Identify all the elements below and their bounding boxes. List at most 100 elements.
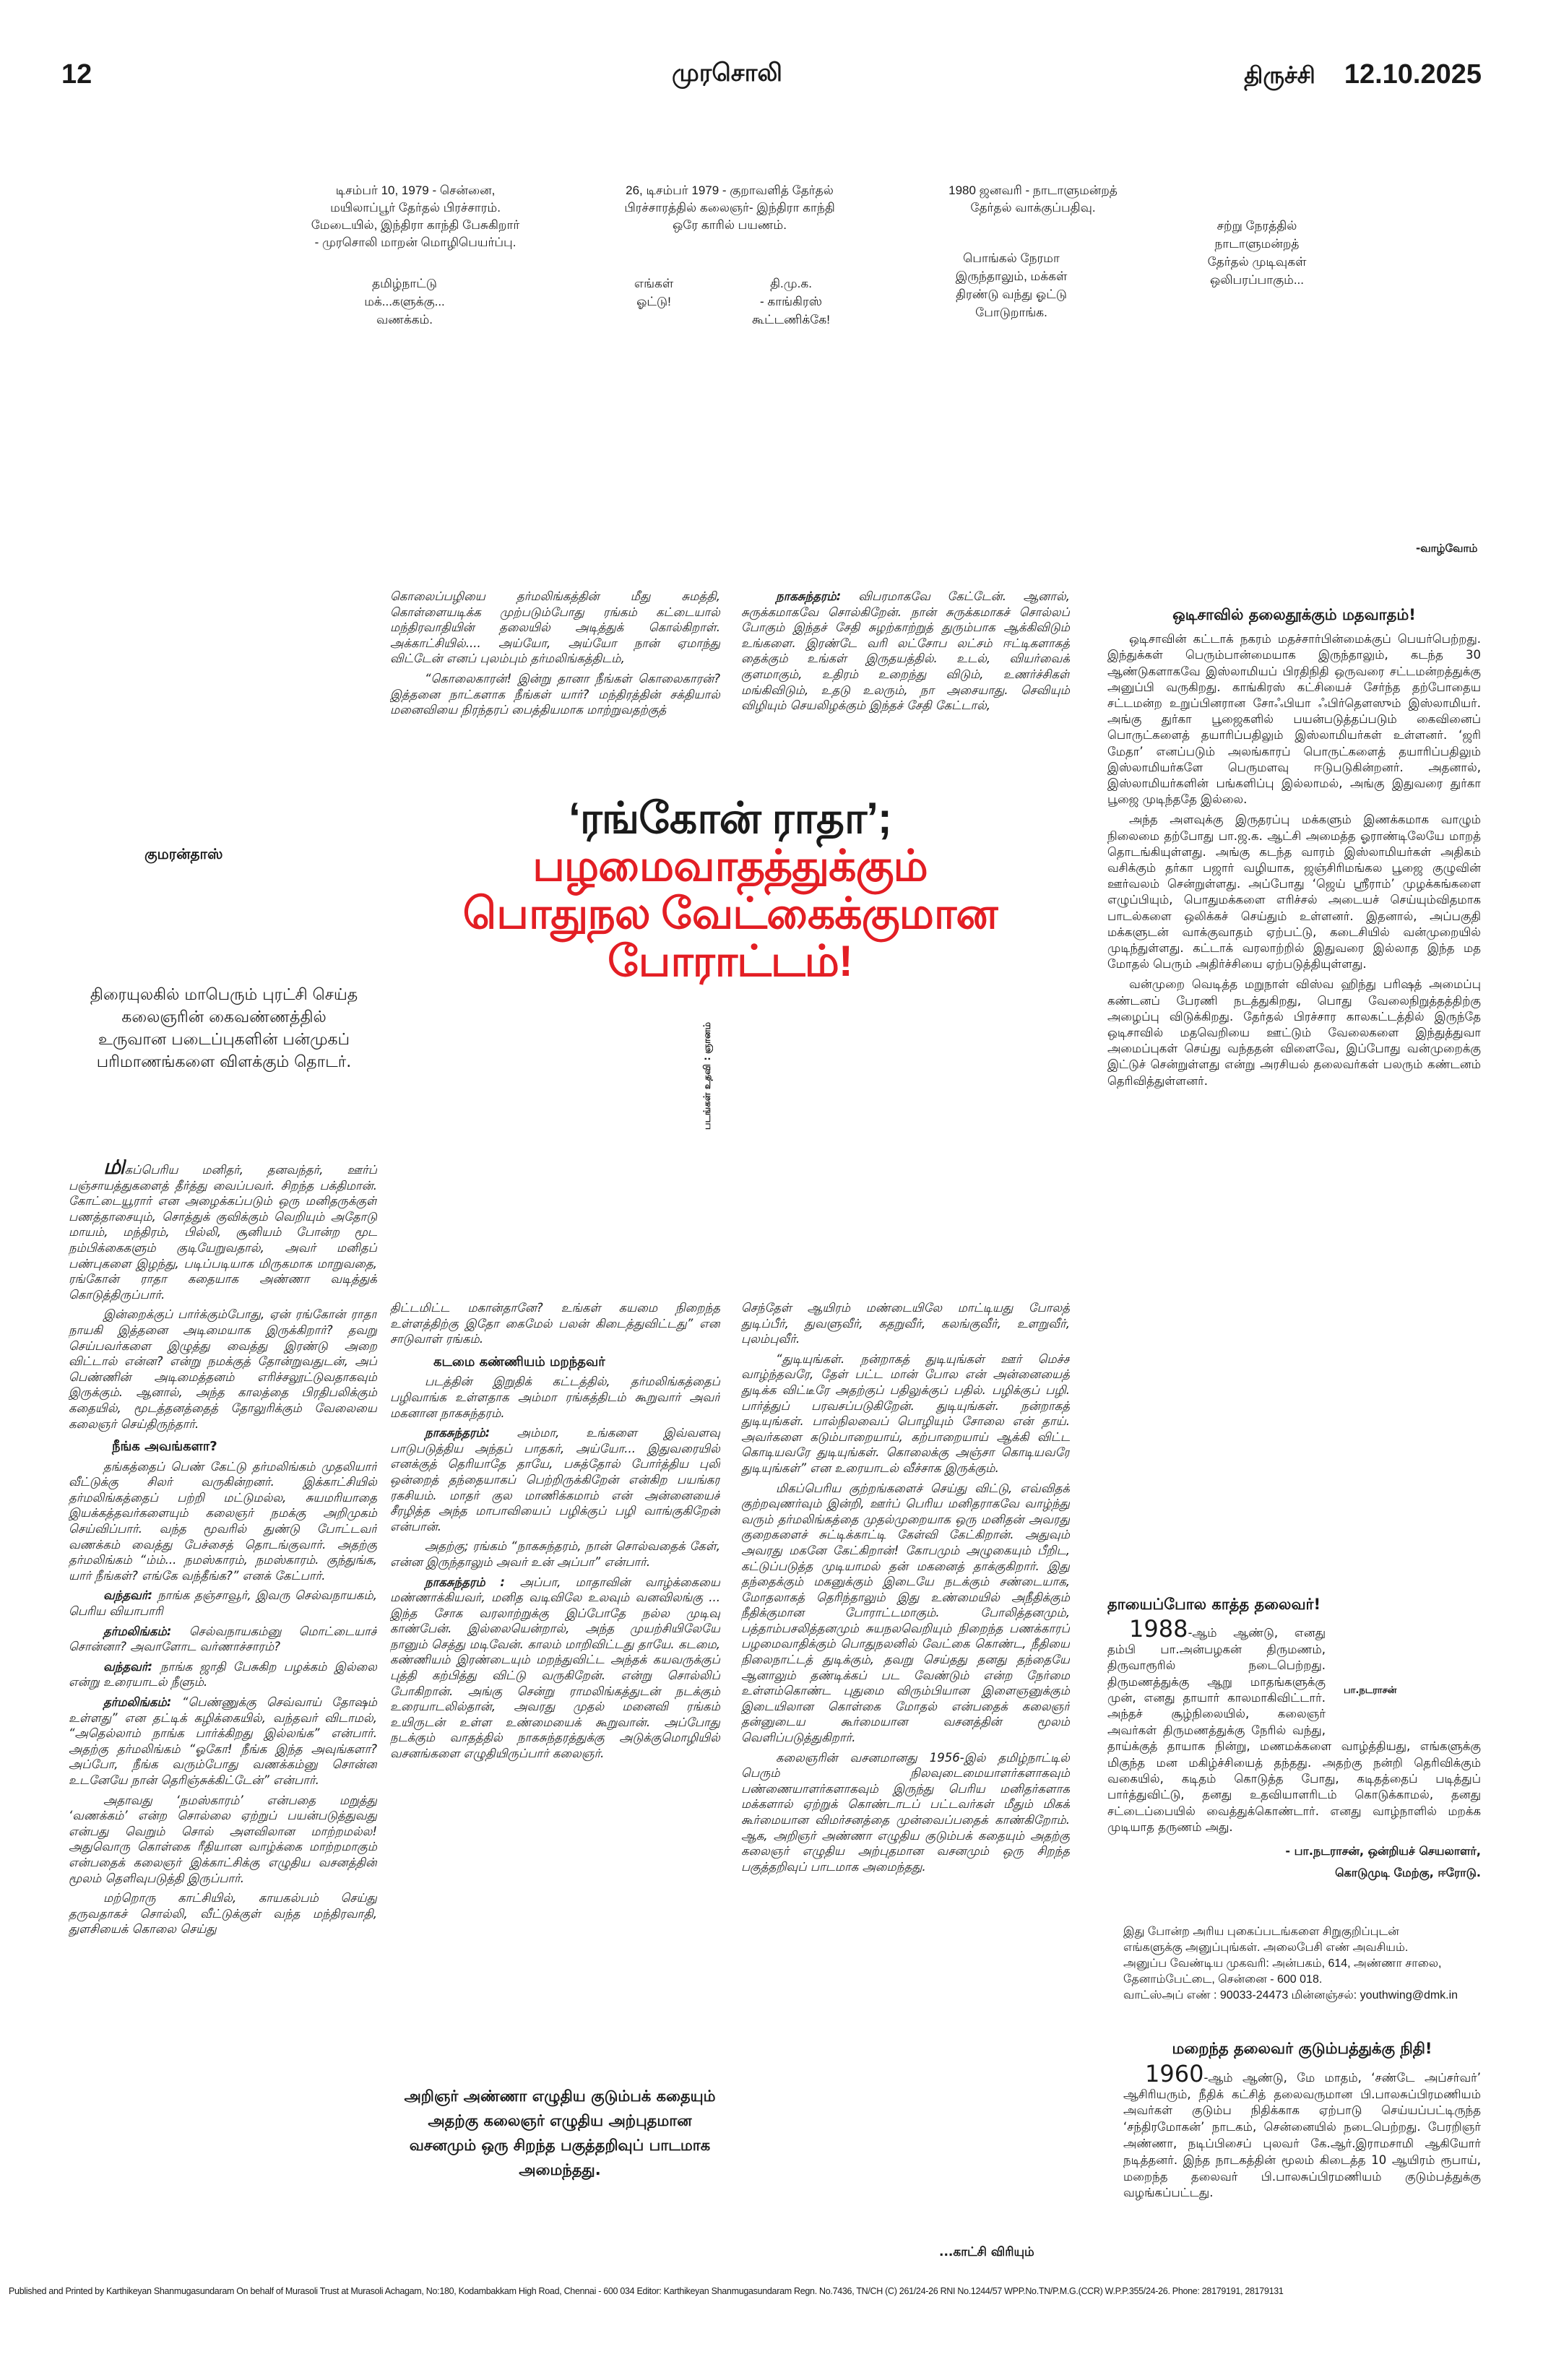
- submission-notice: இது போன்ற அரிய புகைப்படங்களை சிறுகுறிப்ப…: [1123, 1924, 1484, 2004]
- paragraph: வந்தவர்: நாங்க தஞ்சாவூர், இவரு செல்வநாயக…: [69, 1588, 377, 1619]
- notice-line: இது போன்ற அரிய புகைப்படங்களை சிறுகுறிப்ப…: [1123, 1926, 1399, 1938]
- speech-bubble: தமிழ்நாட்டு மக்...களுக்கு... வணக்கம்.: [364, 277, 445, 326]
- paragraph-text: அந்த அளவுக்கு இருதரப்பு மக்களும் இணக்கமா…: [1107, 813, 1481, 972]
- paragraph-text: கப்பெரிய மனிதர், தனவந்தர், ஊர்ப் பஞ்சாயத…: [69, 1163, 377, 1302]
- paragraph: படத்தின் இறுதிக் கட்டத்தில், தர்மலிங்கத்…: [390, 1374, 720, 1421]
- series-tag: -வாழ்வோம்: [1416, 542, 1478, 555]
- sidebar-title: தாயைப்போல காத்த தலைவர்!: [1107, 1596, 1321, 1613]
- speech-bubble: தி.மு.க. - காங்கிரஸ் கூட்டணிக்கே!: [752, 277, 830, 326]
- photo-caption: டிசம்பர் 10, 1979 - சென்னை, மயிலாப்பூர் …: [311, 183, 520, 249]
- paragraph: தர்மலிங்கம்: “பெண்ணுக்கு செவ்வாய் தோஷம் …: [69, 1695, 377, 1788]
- paragraph-text: அப்பா, மாதாவின் வாழ்க்கையை மண்ணாக்கியவர்…: [390, 1575, 720, 1761]
- headline-part-black: ‘ரங்கோன் ராதா’;: [569, 794, 892, 842]
- paragraph: அந்த அளவுக்கு இருதரப்பு மக்களும் இணக்கமா…: [1107, 812, 1481, 972]
- page-number: 12: [61, 59, 92, 90]
- paragraph-text: -ஆம் ஆண்டு, எனது தம்பி பா.அன்பழகன் திரும…: [1107, 1626, 1481, 1835]
- lead-year: 1988: [1129, 1615, 1188, 1643]
- photo-caption: பா.நடராசன்: [1344, 1685, 1397, 1696]
- paragraph: கலைஞரின் வசனமானது 1956-இல் தமிழ்நாட்டில்…: [741, 1750, 1070, 1875]
- column-1: மிகப்பெரிய மனிதர், தனவந்தர், ஊர்ப் பஞ்சா…: [69, 1159, 377, 2275]
- paragraph: தங்கத்தைப் பெண் கேட்டு தர்மலிங்கம் முதலி…: [69, 1459, 377, 1584]
- photo-caption: 26, டிசம்பர் 1979 - குறாவளித் தேர்தல் பி…: [624, 183, 835, 232]
- headline-part-red: பழமைவாதத்துக்கும்: [532, 841, 928, 890]
- paragraph-text: நாங்க தஞ்சாவூர், இவரு செல்வநாயகம், பெரிய…: [69, 1588, 377, 1619]
- paragraph-text: நாங்க ஜாதி பேசுகிற பழக்கம் இல்லை என்று உ…: [69, 1659, 377, 1689]
- sidebar-body: ஒடிசாவின் கட்டாக் நகரம் மதச்சார்பின்மைக்…: [1107, 631, 1481, 1089]
- speaker-label: நாகசுந்தரம் :: [425, 1575, 520, 1589]
- article-headline: ‘ரங்கோன் ராதா’; பழமைவாதத்துக்கும் பொதுநல…: [389, 795, 1071, 985]
- byline: குமரன்தாஸ்: [144, 845, 223, 862]
- intro-line: உருவான படைப்புகளின் பன்முகப்: [98, 1031, 350, 1049]
- column-3-top: நாகசுந்தரம்: விபரமாகவே கேட்டேன். ஆனால், …: [741, 589, 1070, 782]
- speaker-label: வந்தவர்:: [103, 1659, 160, 1674]
- paragraph-text: அதாவது ‘நமஸ்காரம்’ என்பதை மறுத்து ‘வணக்க…: [69, 1793, 377, 1885]
- paragraph: நாகசுந்தரம்: விபரமாகவே கேட்டேன். ஆனால், …: [741, 589, 1070, 714]
- paragraph-text: செந்தேள் ஆயிரம் மண்டையிலே மாட்டியது போலத…: [741, 1301, 1070, 1346]
- paragraph: ஒடிசாவின் கட்டாக் நகரம் மதச்சார்பின்மைக்…: [1107, 631, 1481, 808]
- paragraph: அதாவது ‘நமஸ்காரம்’ என்பதை மறுத்து ‘வணக்க…: [69, 1793, 377, 1887]
- paragraph-text: தங்கத்தைப் பெண் கேட்டு தர்மலிங்கம் முதலி…: [69, 1459, 377, 1583]
- notice-line: வாட்ஸ்அப் எண் : 90033-24473 மின்னஞ்சல்: …: [1123, 1989, 1458, 2002]
- paragraph: செந்தேள் ஆயிரம் மண்டையிலே மாட்டியது போலத…: [741, 1300, 1070, 1347]
- edition: திருச்சி: [1244, 62, 1315, 88]
- paragraph: மிகப்பெரிய மனிதர், தனவந்தர், ஊர்ப் பஞ்சா…: [69, 1159, 377, 1302]
- attribution: கொடுமுடி மேற்கு, ஈரோடு.: [1335, 1865, 1481, 1879]
- lead-year: 1960: [1145, 2059, 1204, 2087]
- paragraph-text: வன்முறை வெடித்த மறுநாள் விஸ்வ ஹிந்து பரி…: [1107, 977, 1481, 1088]
- sidebar-title: ஒடிசாவில் தலைதூக்கும் மதவாதம்!: [1172, 607, 1416, 623]
- date: 12.10.2025: [1344, 59, 1482, 90]
- paragraph-text: படத்தின் இறுதிக் கட்டத்தில், தர்மலிங்கத்…: [390, 1375, 720, 1420]
- intro-line: திரையுலகில் மாபெரும் புரட்சி செய்த: [90, 986, 358, 1004]
- paragraph-text: அம்மா, உங்களை இவ்வளவு பாடுபடுத்திய அந்தப…: [390, 1426, 720, 1533]
- headline-part-red: பொதுநல வேட்கைக்குமான போராட்டம்!: [462, 889, 998, 985]
- attribution: - பா.நடராசன், ஒன்றியச் செயலாளர்,: [1285, 1843, 1481, 1858]
- column-2: திட்டமிட்ட மகான்தானே? உங்கள் கயமை நிறைந்…: [390, 1300, 720, 2030]
- speech-bubble: எங்கள் ஓட்டு!: [634, 277, 674, 308]
- notice-line: தேனாம்பேட்டை, சென்னை - 600 018.: [1123, 1973, 1323, 1986]
- speaker-label: நாகசுந்தரம்:: [425, 1426, 517, 1440]
- sidebar-odisha: ஒடிசாவில் தலைதூக்கும் மதவாதம்! ஒடிசாவின்…: [1107, 607, 1481, 1199]
- paragraph: தர்மலிங்கம்: செல்வநாயகம்னு மொட்டையாச் சொ…: [69, 1624, 377, 1655]
- paragraph: திட்டமிட்ட மகான்தானே? உங்கள் கயமை நிறைந்…: [390, 1300, 720, 1347]
- paragraph-text: “பெண்ணுக்கு செவ்வாய் தோஷம் உள்ளது” என தட…: [69, 1695, 377, 1787]
- imprint-footer: Published and Printed by Karthikeyan Sha…: [9, 2286, 1284, 2296]
- intro-line: கலைஞரின் கைவண்ணத்தில்: [121, 1008, 327, 1026]
- intro-line: பரிமாணங்களை விளக்கும் தொடர்.: [96, 1053, 352, 1071]
- paragraph-text: -ஆம் ஆண்டு, மே மாதம், ‘சண்டே அப்சர்வர்’ …: [1123, 2070, 1481, 2200]
- paragraph-text: “துடியுங்கள். நன்றாகத் துடியுங்கள் ஊர் ம…: [741, 1351, 1070, 1475]
- pull-quote: அறிஞர் அண்ணா எழுதிய குடும்பக் கதையும் அத…: [404, 2087, 716, 2178]
- column-2-top: கொலைப்பழியை தர்மலிங்கத்தின் மீது சுமத்தி…: [390, 589, 720, 782]
- sidebar-title: மறைந்த தலைவர் குடும்பத்துக்கு நிதி!: [1172, 2041, 1432, 2057]
- speaker-label: வந்தவர்:: [103, 1588, 158, 1603]
- paragraph-text: அதற்கு; ரங்கம் “நாகசுந்தரம், நான் சொல்வத…: [390, 1539, 720, 1569]
- speaker-label: தர்மலிங்கம்:: [103, 1624, 189, 1638]
- paragraph: “துடியுங்கள். நன்றாகத் துடியுங்கள் ஊர் ம…: [741, 1351, 1070, 1476]
- header-right: திருச்சி 12.10.2025: [1244, 59, 1482, 92]
- sidebar-mother: தாயைப்போல காத்த தலைவர்! 1988-ஆம் ஆண்டு, …: [1107, 1596, 1481, 1914]
- paragraph-text: இன்றைக்குப் பார்க்கும்போது, ஏன் ரங்கோன் …: [69, 1307, 377, 1431]
- photo-placeholder: [1326, 1621, 1481, 1729]
- photo-credit: படங்கள் உதவி : ஞானம்: [702, 1022, 713, 1130]
- paragraph-text: ஒடிசாவின் கட்டாக் நகரம் மதச்சார்பின்மைக்…: [1107, 632, 1481, 807]
- paragraph-text: மற்றொரு காட்சியில், காயகல்பம் செய்து தரு…: [69, 1891, 377, 1937]
- subheading: நீங்க அவங்களா?: [112, 1439, 217, 1455]
- paragraph: அதற்கு; ரங்கம் “நாகசுந்தரம், நான் சொல்வத…: [390, 1539, 720, 1570]
- paragraph: மற்றொரு காட்சியில், காயகல்பம் செய்து தரு…: [69, 1890, 377, 1937]
- speaker-label: தர்மலிங்கம்:: [103, 1695, 182, 1709]
- subheading: கடமை கண்ணியம் மறந்தவர்: [433, 1354, 605, 1369]
- paragraph: வந்தவர்: நாங்க ஜாதி பேசுகிற பழக்கம் இல்ல…: [69, 1659, 377, 1690]
- paragraph: “கொலைகாரன்! இன்று தானா நீங்கள் கொலைகாரன்…: [390, 671, 720, 718]
- speech-bubble: பொங்கல் நேரமா இருந்தாலும், மக்கள் திரண்ட…: [955, 251, 1068, 319]
- speaker-label: நாகசுந்தரம்:: [776, 589, 859, 603]
- notice-line: எங்களுக்கு அனுப்புங்கள். அலைபேசி எண் அவச…: [1123, 1942, 1409, 1954]
- paragraph-text: மிகப்பெரிய குற்றங்களைச் செய்து விட்டு, எ…: [741, 1481, 1070, 1745]
- paragraph: இன்றைக்குப் பார்க்கும்போது, ஏன் ரங்கோன் …: [69, 1307, 377, 1432]
- notice-line: அனுப்ப வேண்டிய முகவரி: அன்பகம், 614, அண்…: [1123, 1957, 1442, 1970]
- paragraph: வன்முறை வெடித்த மறுநாள் விஸ்வ ஹிந்து பரி…: [1107, 977, 1481, 1089]
- paragraph: நாகசுந்தரம் : அப்பா, மாதாவின் வாழ்க்கையை…: [390, 1575, 720, 1762]
- paragraph-text: கொலைப்பழியை தர்மலிங்கத்தின் மீது சுமத்தி…: [390, 589, 720, 666]
- sidebar-fund: மறைந்த தலைவர் குடும்பத்துக்கு நிதி! 1960…: [1123, 2041, 1481, 2243]
- paragraph: மிகப்பெரிய குற்றங்களைச் செய்து விட்டு, எ…: [741, 1481, 1070, 1746]
- paragraph-text: திட்டமிட்ட மகான்தானே? உங்கள் கயமை நிறைந்…: [390, 1301, 720, 1346]
- photo-caption: 1980 ஜனவரி - நாடாளுமன்றத் தேர்தல் வாக்கு…: [948, 183, 1118, 215]
